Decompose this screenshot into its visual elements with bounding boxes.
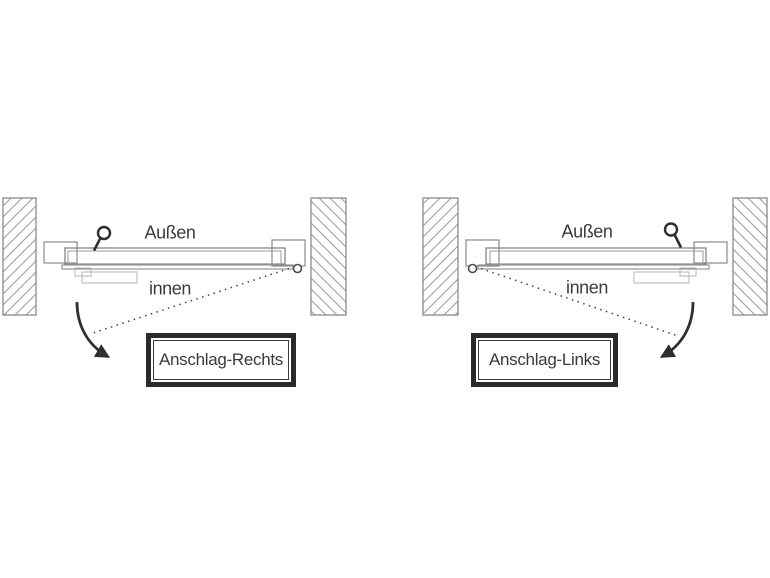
door-leaf-inner-line xyxy=(67,250,282,265)
diagram-anschlag-rechts xyxy=(2,197,347,358)
swing-path-dotted xyxy=(89,267,290,335)
swing-arrow xyxy=(75,301,111,358)
door-frame-strip xyxy=(477,264,710,270)
caption-label: Anschlag-Rechts xyxy=(153,340,289,380)
outside-label: Außen xyxy=(561,221,613,242)
frame-block-handle-side xyxy=(43,241,78,264)
wall-left-hatched xyxy=(2,197,37,316)
diagram-anschlag-links xyxy=(422,197,768,358)
lock-detail-flag xyxy=(81,271,138,284)
inside-label: innen xyxy=(148,278,192,299)
wall-right-hatched xyxy=(310,197,347,316)
frame-block-hinge-side xyxy=(271,239,306,267)
caption-box-anschlag-links: Anschlag-Links xyxy=(471,333,618,387)
door-knob-icon xyxy=(92,225,112,252)
outside-label: Außen xyxy=(144,222,196,243)
door-knob-icon xyxy=(663,222,683,249)
door-leaf-inner-line xyxy=(489,250,704,265)
door-frame-strip xyxy=(61,264,294,270)
wall-right-hatched xyxy=(732,197,768,316)
lock-detail-flag xyxy=(633,271,690,284)
caption-label: Anschlag-Links xyxy=(478,340,611,380)
frame-block-handle-side xyxy=(693,241,728,264)
frame-block-hinge-side xyxy=(465,239,500,267)
hinge-pivot-icon xyxy=(467,263,478,274)
swing-arrow xyxy=(659,301,695,358)
hinge-pivot-icon xyxy=(292,263,303,274)
door-leaf xyxy=(485,247,707,265)
inside-label: innen xyxy=(565,277,609,298)
door-leaf xyxy=(64,247,286,265)
caption-box-anschlag-rechts: Anschlag-Rechts xyxy=(146,333,296,387)
wall-left-hatched xyxy=(422,197,459,316)
